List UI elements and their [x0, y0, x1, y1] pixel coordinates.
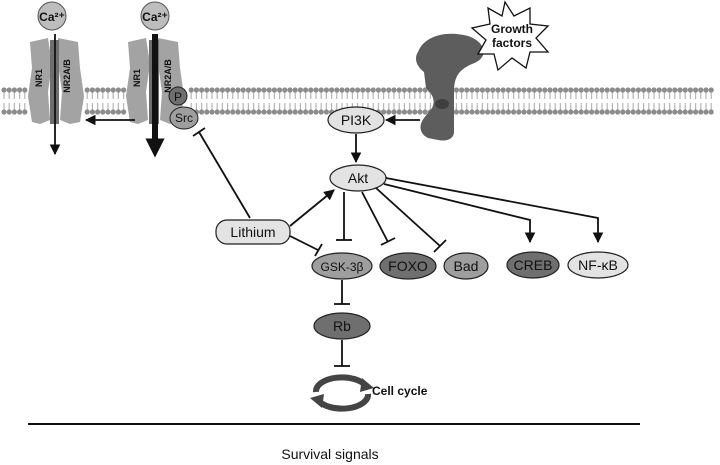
creb-node: CREB: [506, 251, 560, 279]
bad-label: Bad: [454, 258, 479, 274]
nfkb-label: NF-κB: [578, 257, 618, 273]
p-label: P: [174, 90, 182, 104]
growth-factors-label-2: factors: [492, 36, 532, 50]
foxo-node: FOXO: [379, 252, 437, 280]
bad-node: Bad: [443, 252, 489, 280]
lithium-node: Lithium: [215, 219, 291, 245]
akt-label: Akt: [348, 170, 368, 186]
akt-activates-nfkb: [385, 177, 604, 244]
nr1-label-left: NR1: [34, 69, 44, 87]
creb-label: CREB: [514, 257, 553, 273]
lithium-activates-akt: [289, 189, 335, 227]
calcium-ion-left: Ca²⁺: [39, 10, 65, 24]
nfkb-node: NF-κB: [567, 251, 629, 279]
cell-membrane: [1, 87, 714, 115]
foxo-label: FOXO: [388, 258, 428, 274]
gsk3b-node: GSK-3β: [311, 252, 373, 280]
nr1-label-right: NR1: [132, 69, 142, 87]
rb-label: Rb: [333, 318, 351, 334]
pi3k-node: PI3K: [327, 106, 385, 134]
calcium-ion-right: Ca²⁺: [142, 10, 168, 24]
akt-activates-creb: [383, 183, 536, 244]
growth-factors-label-1: Growth: [491, 22, 533, 36]
nmda-receptor-left: NR1 NR2A/B Ca²⁺: [28, 1, 84, 156]
akt-inhibits-bad: [375, 187, 441, 247]
growth-factor-receptor: [416, 33, 484, 141]
cell-cycle-label: Cell cycle: [372, 384, 428, 398]
akt-node: Akt: [329, 164, 387, 192]
nr2ab-label-left: NR2A/B: [62, 59, 72, 93]
akt-inhibits-foxo: [361, 191, 389, 243]
p-node: P: [168, 86, 188, 106]
lithium-inhibits-src: [198, 131, 251, 219]
rb-node: Rb: [313, 312, 371, 340]
src-node: Src: [169, 106, 199, 130]
cell-cycle-icon: [310, 374, 374, 412]
survival-signals-label: Survival signals: [281, 446, 378, 462]
pi3k-label: PI3K: [341, 112, 372, 128]
lithium-label: Lithium: [230, 224, 275, 240]
growth-factors-burst: Growth factors: [470, 0, 550, 72]
nr2ab-label-right: NR2A/B: [163, 59, 173, 93]
src-label: Src: [175, 111, 193, 125]
lithium-inhibits-gsk3b: [289, 235, 319, 251]
gsk3b-label: GSK-3β: [321, 260, 364, 274]
